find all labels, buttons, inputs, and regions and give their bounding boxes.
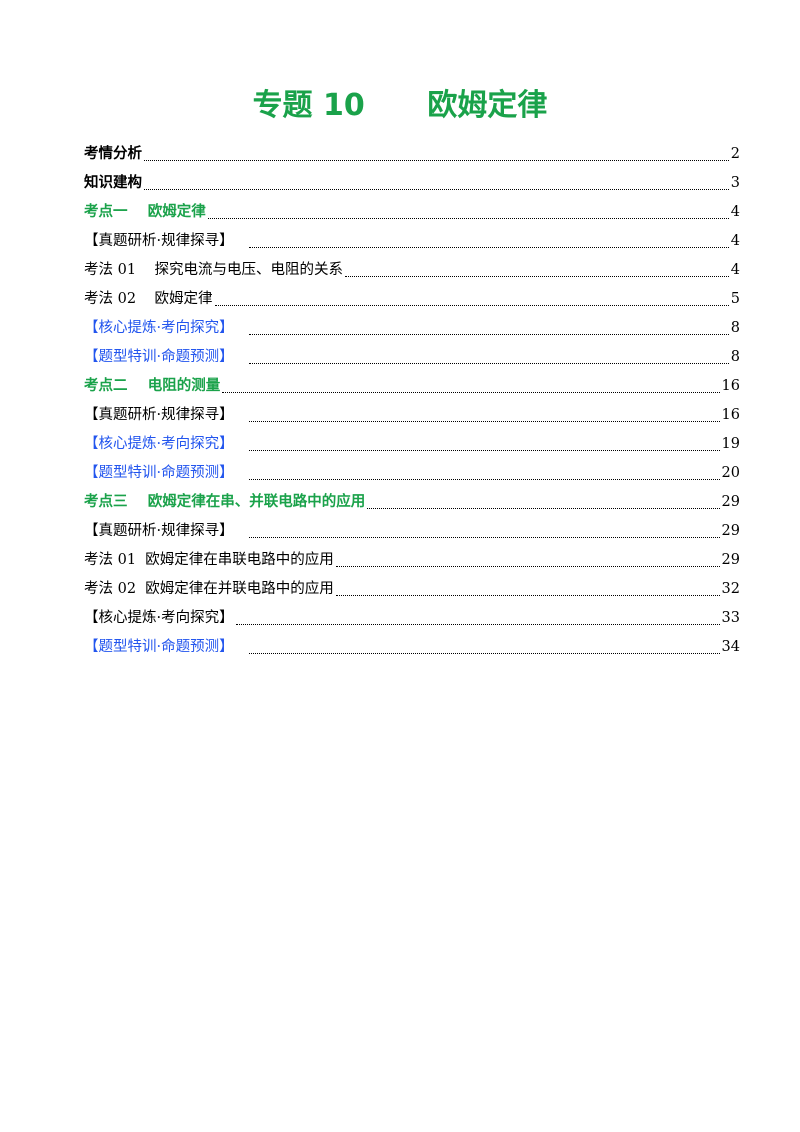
toc-entry-label: 【核心提炼·考向探究】 xyxy=(84,610,234,626)
toc-entry[interactable]: 考法 02 欧姆定律 5 xyxy=(84,285,740,314)
toc-entry-page: 20 xyxy=(721,465,740,481)
toc-entry-label: 考法 02 欧姆定律在并联电路中的应用 xyxy=(84,581,334,597)
toc-entry-label: 【题型特训·命题预测】 xyxy=(84,349,248,365)
toc-entry-label: 考点三 欧姆定律在串、并联电路中的应用 xyxy=(84,494,366,510)
toc-entry[interactable]: 【题型特训·命题预测】 8 xyxy=(84,343,740,372)
toc-entry-page: 16 xyxy=(721,378,740,394)
toc-entry[interactable]: 知识建构 3 xyxy=(84,169,740,198)
toc-entry[interactable]: 【真题研析·规律探寻】 16 xyxy=(84,401,740,430)
toc-dot-leader xyxy=(207,218,729,219)
table-of-contents: 考情分析 2 知识建构 3 考点一 欧姆定律 4 【真题研析·规律探寻】 4 考法 0… xyxy=(84,140,740,662)
toc-dot-leader xyxy=(249,421,720,422)
toc-entry[interactable]: 考法 01 欧姆定律在串联电路中的应用 29 xyxy=(84,546,740,575)
toc-entry-page: 29 xyxy=(721,523,740,539)
toc-entry-label: 考法 02 欧姆定律 xyxy=(84,291,213,307)
toc-dot-leader xyxy=(345,276,729,277)
toc-entry-page: 3 xyxy=(730,175,740,191)
toc-entry-label: 【真题研析·规律探寻】 xyxy=(84,233,248,249)
toc-entry[interactable]: 考法 02 欧姆定律在并联电路中的应用 32 xyxy=(84,575,740,604)
toc-dot-leader xyxy=(249,247,729,248)
toc-entry-page: 33 xyxy=(721,610,740,626)
toc-dot-leader xyxy=(249,363,729,364)
toc-dot-leader xyxy=(335,566,720,567)
toc-entry-page: 29 xyxy=(721,494,740,510)
toc-entry-page: 16 xyxy=(721,407,740,423)
toc-entry-label: 知识建构 xyxy=(84,175,142,191)
toc-entry-page: 32 xyxy=(721,581,740,597)
toc-entry-label: 考情分析 xyxy=(84,146,142,162)
toc-dot-leader xyxy=(144,160,729,161)
toc-entry-page: 8 xyxy=(730,349,740,365)
toc-entry-page: 4 xyxy=(730,262,740,278)
toc-entry[interactable]: 【题型特训·命题预测】 20 xyxy=(84,459,740,488)
toc-dot-leader xyxy=(249,479,720,480)
toc-dot-leader xyxy=(249,450,720,451)
toc-entry[interactable]: 【核心提炼·考向探究】 33 xyxy=(84,604,740,633)
toc-entry-label: 【核心提炼·考向探究】 xyxy=(84,436,248,452)
toc-entry-label: 考点二 电阻的测量 xyxy=(84,378,221,394)
toc-entry-label: 【真题研析·规律探寻】 xyxy=(84,407,248,423)
toc-entry-label: 【核心提炼·考向探究】 xyxy=(84,320,248,336)
toc-entry-page: 5 xyxy=(730,291,740,307)
toc-dot-leader xyxy=(249,537,720,538)
toc-entry-label: 考点一 欧姆定律 xyxy=(84,204,206,220)
toc-entry[interactable]: 【核心提炼·考向探究】 8 xyxy=(84,314,740,343)
toc-entry[interactable]: 考点三 欧姆定律在串、并联电路中的应用 29 xyxy=(84,488,740,517)
page-title: 专题 10 欧姆定律 xyxy=(252,88,548,123)
toc-entry-label: 【真题研析·规律探寻】 xyxy=(84,523,248,539)
toc-entry[interactable]: 【核心提炼·考向探究】 19 xyxy=(84,430,740,459)
toc-entry-page: 8 xyxy=(730,320,740,336)
toc-entry-page: 4 xyxy=(730,204,740,220)
toc-entry-label: 考法 01 探究电流与电压、电阻的关系 xyxy=(84,262,343,278)
toc-entry[interactable]: 【真题研析·规律探寻】 29 xyxy=(84,517,740,546)
toc-dot-leader xyxy=(249,653,720,654)
toc-entry[interactable]: 考点二 电阻的测量 16 xyxy=(84,372,740,401)
toc-dot-leader xyxy=(235,624,720,625)
toc-entry[interactable]: 考法 01 探究电流与电压、电阻的关系 4 xyxy=(84,256,740,285)
toc-entry-page: 4 xyxy=(730,233,740,249)
toc-entry-page: 19 xyxy=(721,436,740,452)
toc-entry[interactable]: 【真题研析·规律探寻】 4 xyxy=(84,227,740,256)
toc-dot-leader xyxy=(214,305,729,306)
toc-dot-leader xyxy=(367,508,720,509)
toc-entry-label: 考法 01 欧姆定律在串联电路中的应用 xyxy=(84,552,334,568)
toc-entry[interactable]: 考点一 欧姆定律 4 xyxy=(84,198,740,227)
toc-dot-leader xyxy=(222,392,720,393)
toc-entry-page: 29 xyxy=(721,552,740,568)
toc-dot-leader xyxy=(249,334,729,335)
toc-dot-leader xyxy=(335,595,720,596)
toc-entry-label: 【题型特训·命题预测】 xyxy=(84,639,248,655)
toc-entry-page: 2 xyxy=(730,146,740,162)
toc-dot-leader xyxy=(144,189,729,190)
toc-entry-label: 【题型特训·命题预测】 xyxy=(84,465,248,481)
toc-entry[interactable]: 考情分析 2 xyxy=(84,140,740,169)
toc-entry-page: 34 xyxy=(721,639,740,655)
toc-entry[interactable]: 【题型特训·命题预测】 34 xyxy=(84,633,740,662)
